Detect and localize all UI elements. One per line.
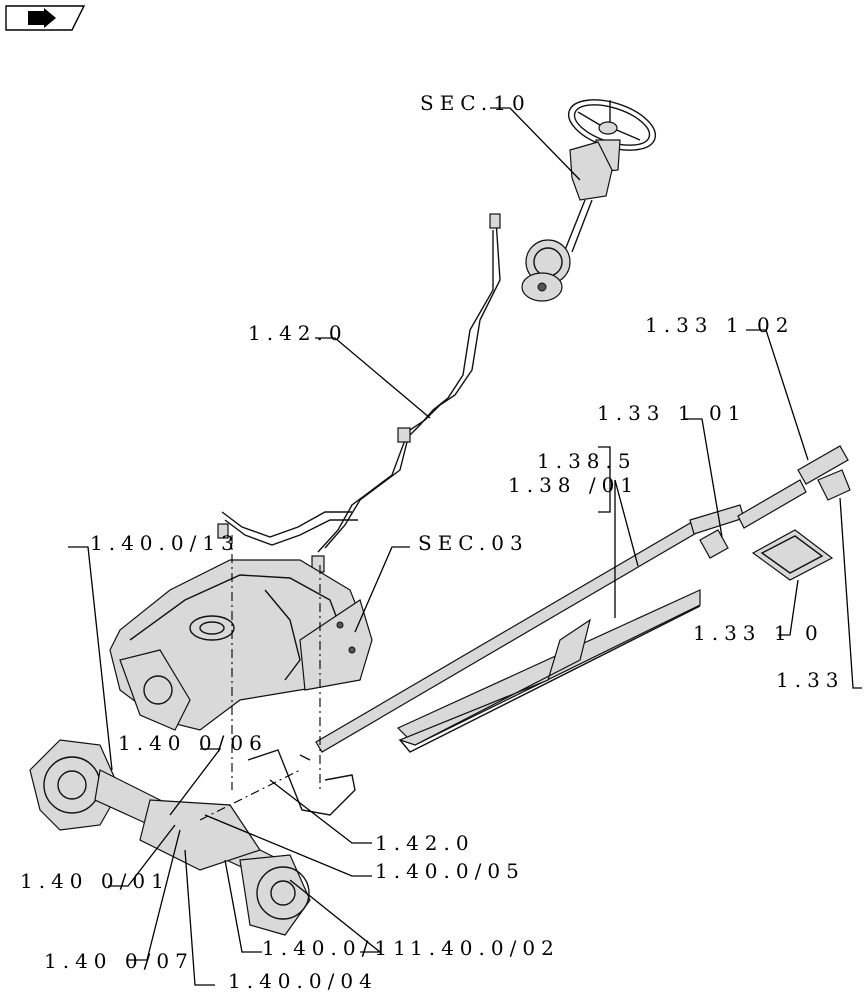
ref-1-40-0-02: 1.40.0/02 [410, 936, 560, 960]
driveshaft-guard [396, 589, 701, 753]
ref-1-33-1-0: 1.33 1 0 [693, 621, 824, 645]
ref-1-40-0-04: 1.40.0/04 [228, 969, 378, 993]
front-axle [29, 739, 311, 936]
ref-1-33-1-02: 1.33 1 02 [645, 313, 794, 337]
ref-1-33-right: 1.33 [776, 668, 845, 692]
sec03-label: SEC.03 [418, 531, 529, 555]
ref-1-38-01: 1.38 /01 [508, 473, 639, 497]
ref-1-40-0-05: 1.40.0/05 [375, 859, 525, 883]
ref-1-40-0-11: 1.40.0/11 [262, 936, 412, 960]
hydraulic-pipes-upper [217, 213, 501, 573]
ref-1-38-5: 1.38.5 [537, 449, 637, 473]
ref-1-42-0-top: 1.42.0 [248, 321, 348, 345]
front-frame [109, 559, 373, 731]
ref-1-33-1-01: 1.33 1 01 [597, 401, 746, 425]
ref-1-40-0-13: 1.40.0/13 [90, 531, 240, 555]
leader-lines [68, 107, 862, 986]
drive-shafts [315, 445, 851, 753]
ref-1-40-0-07: 1.40 0/07 [44, 949, 194, 973]
navigation-arrow-icon[interactable] [5, 5, 86, 31]
ref-1-42-0-bottom: 1.42.0 [375, 831, 475, 855]
ref-1-40-0-01: 1.40 0/01 [20, 869, 170, 893]
axle-hoses [247, 749, 356, 816]
sec10-label: SEC.10 [420, 91, 531, 115]
steering-column-assembly [521, 99, 657, 302]
ref-1-40-0-06: 1.40 0/06 [118, 731, 268, 755]
